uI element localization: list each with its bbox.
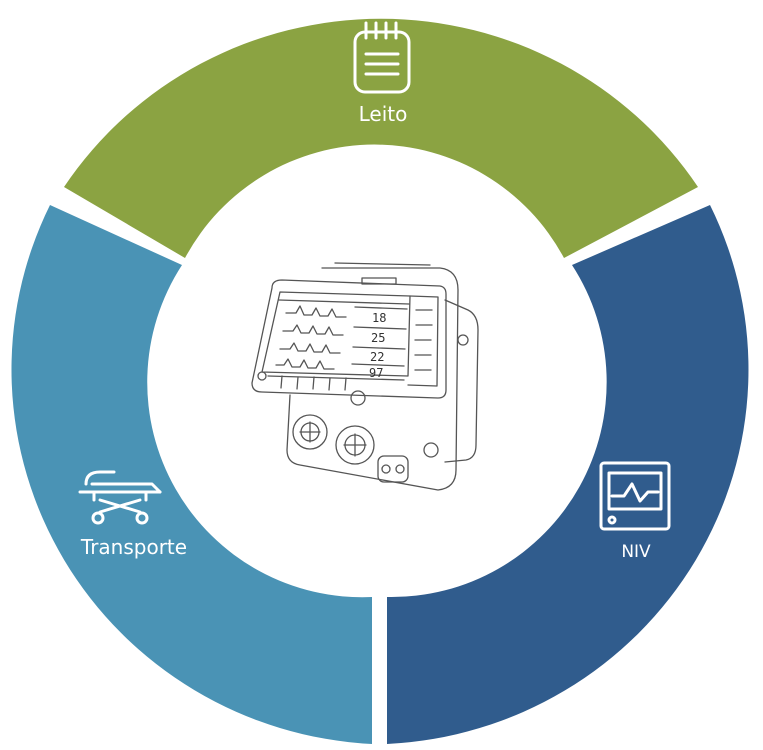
screen-value-1: 18	[372, 311, 386, 325]
segment-leito[interactable]	[64, 18, 698, 259]
notepad-icon	[353, 21, 411, 94]
device-screen-values: 18 25 22 97	[369, 311, 386, 380]
segment-niv[interactable]	[387, 205, 749, 744]
ventilator-device-illustration	[251, 262, 479, 491]
screen-value-2: 25	[371, 331, 385, 345]
segment-label-transporte: Transporte	[80, 535, 187, 559]
segment-transporte[interactable]	[11, 205, 373, 744]
screen-value-4: 97	[369, 366, 383, 380]
screen-value-3: 22	[370, 350, 384, 364]
monitor-waveform-icon	[599, 461, 671, 531]
segment-label-niv: NIV	[621, 542, 651, 562]
segment-label-leito: Leito	[359, 102, 408, 126]
stretcher-icon	[78, 470, 162, 525]
